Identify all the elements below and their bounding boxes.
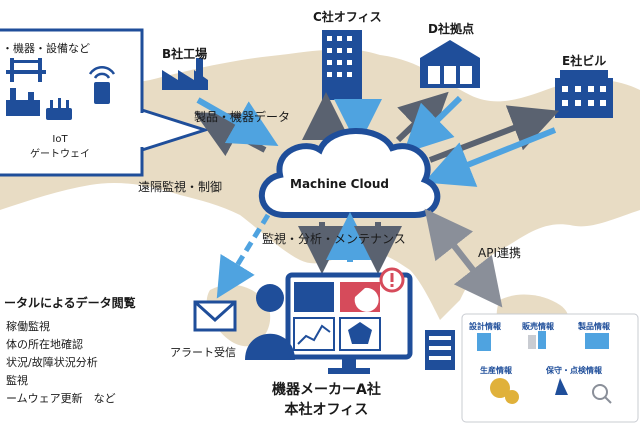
sim-icon — [94, 82, 110, 104]
arrow-b-to-cloud — [196, 97, 279, 146]
cloud-label: Machine Cloud — [290, 177, 389, 191]
e-building-icon — [555, 70, 613, 118]
warning-badge-icon — [379, 267, 405, 293]
server-icon — [425, 330, 455, 370]
info-sales-label: 販売情報 — [522, 322, 554, 331]
portal-item-1: 稼働監視 — [6, 320, 50, 333]
info-maintenance-label: 保守・点検情報 — [546, 366, 602, 375]
arrow-api-to-cloud — [424, 208, 498, 300]
b-factory-label: B社工場 — [162, 47, 208, 61]
b-factory-icon — [162, 58, 208, 90]
info-product-label: 製品情報 — [578, 322, 610, 331]
remote-control-label: 遠隔監視・制御 — [138, 180, 223, 194]
api-label: API連携 — [478, 246, 521, 260]
c-office-icon — [322, 30, 362, 100]
e-building-label: E社ビル — [562, 54, 607, 68]
hq-monitor — [285, 272, 413, 374]
info-icons — [477, 331, 612, 404]
arrow-d-to-cloud — [403, 95, 463, 154]
portal-heading: ータルによるデータ閲覧 — [4, 296, 136, 310]
envelope-icon — [193, 300, 237, 332]
refinery-icon — [6, 88, 40, 116]
alert-label: アラート受信 — [170, 346, 236, 359]
c-office-label: C社オフィス — [313, 10, 382, 24]
bridge-icon — [6, 58, 46, 82]
iot-panel-header: ・機器・設備など — [2, 42, 90, 55]
hq-label: 機器メーカーA社 本社オフィス — [272, 382, 381, 418]
gateway-icon — [46, 98, 72, 120]
arrow-e-to-cloud — [423, 127, 557, 187]
d-base-label: D社拠点 — [428, 22, 474, 36]
info-design-label: 設計情報 — [469, 322, 501, 331]
person-icon — [245, 284, 295, 360]
portal-item-2: 体の所在地確認 — [6, 338, 83, 351]
arrow-cloud-to-alert — [216, 213, 271, 299]
portal-item-5: ームウェア更新 など — [6, 392, 116, 405]
info-production-label: 生産情報 — [480, 366, 512, 375]
products-data-label: 製品・機器データ — [194, 110, 291, 124]
wifi-sensor-icon — [88, 65, 116, 79]
portal-item-3: 状況/故障状況分析 — [6, 356, 98, 369]
portal-item-4: 監視 — [6, 374, 28, 387]
machine-cloud-shape — [258, 128, 441, 218]
d-base-icon — [420, 40, 480, 88]
iot-gateway-label: IoT ゲートウェイ — [30, 134, 90, 160]
monitor-analyze-label: 監視・分析・メンテナンス — [262, 232, 406, 246]
